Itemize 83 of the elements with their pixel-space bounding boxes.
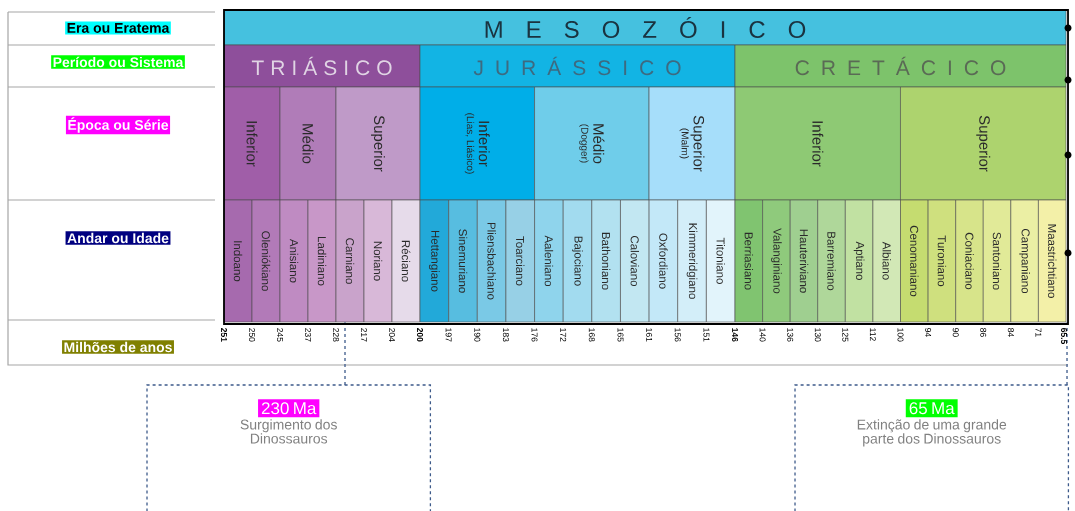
epoch-cell: Inferior [734,86,901,201]
row-heading: Época ou Série [65,115,171,135]
period-band: C R E T Á C I C O [734,44,1067,88]
age-cell: Coniaciano [955,199,984,323]
age-number: 94 [925,328,932,337]
age-number: 250 [249,328,255,342]
age-cell: Pliensbachiano [477,199,507,323]
epoch-cell: Superior (Malm) [648,86,736,201]
age-number: 237 [305,328,311,342]
age-number: 65.5 [1061,328,1067,344]
age-cell: Hauteriviano [789,199,819,323]
age-cell: Réciano [391,199,421,323]
age-number: 176 [531,328,538,342]
period-band: T R I Á S I C O [223,44,421,88]
row-heading: Era ou Eratema [65,21,171,35]
age-cell: Albiano [872,199,901,323]
age-number: 245 [277,328,283,342]
age-number: 146 [732,328,738,342]
age-number: 217 [361,328,367,342]
age-cell: Campaniano [1010,199,1039,323]
age-cell: Bajociano [562,199,593,323]
age-cell: Valanginiano [762,199,791,323]
age-number: 161 [646,328,653,342]
node-label: Surgimento dos Dinossauros [240,419,337,444]
epoch-cell: Médio [279,86,337,201]
period-band: J U R Á S S I C O [419,44,736,88]
epoch-cell: Superior [900,86,1067,201]
age-number: 84 [1007,328,1014,337]
dinosaur-extinction-callout: 65 Ma Extinção de uma grande parte dos Dinossauros [794,384,1070,511]
age-cell: Carniano [335,199,365,323]
age-number: 86 [980,328,987,337]
epoch-cell: Inferior (Lias, Liásico) [419,86,535,201]
age-cell: Cenomaniano [900,199,929,323]
age-cell: Oxfordiano [648,199,678,323]
age-number: 90 [952,328,959,337]
age-cell: Noriano [363,199,393,323]
age-cell: Indoano [223,199,253,323]
age-number: 151 [703,328,710,342]
age-cell: Sinemuriano [448,199,478,323]
age-number: 71 [1035,328,1042,337]
node-label: Extinção de uma grande parte dos Dinossauros [857,419,1007,447]
age-number: 204 [389,328,395,342]
age-number: 165 [617,328,624,342]
epoch-cell: Superior [335,86,421,201]
age-number: 228 [333,328,339,342]
age-cell: Barremiano [817,199,846,323]
age-cell: Bathoniano [591,199,621,323]
age-cell: Hettangiano [419,199,449,323]
row-heading: Milhões de anos [62,340,174,354]
age-number: 251 [221,328,227,342]
age-number: 200 [417,328,423,342]
epoch-cell: Médio (Dogger) [534,86,650,201]
age-cell: Toarciano [505,199,535,323]
leader-line [344,321,346,386]
age-number: 136 [787,328,794,342]
age-number: 172 [560,328,567,342]
age-number: 197 [445,328,452,342]
age-cell: Aaleniano [534,199,564,323]
age-number: 125 [842,328,849,342]
age-number: 156 [674,328,681,342]
row-heading: Período ou Sistema [51,55,185,69]
leader-line [1066,321,1068,386]
age-cell: Santoniano [982,199,1012,323]
dinosaur-origin-callout: 230 Ma Surgimento dos Dinossauros [146,384,432,511]
age-number: 100 [897,328,904,342]
age-cell: Anisiano [279,199,309,323]
epoch-cell: Inferior [223,86,281,201]
age-number: 130 [814,328,821,342]
age-cell: Oleniókiano [251,199,281,323]
age-cell: Kimmeridgiano [677,199,707,323]
age-number: 140 [759,328,766,342]
age-cell: Berriasiano [734,199,763,323]
age-cell: Turoniano [927,199,956,323]
age-number: 190 [474,328,481,342]
age-cell: Ladiniano [307,199,337,323]
age-cell: Caloviano [620,199,650,323]
age-cell: Aptiano [845,199,874,323]
age-cell: Maastrichtiano [1038,199,1067,323]
age-cell: Titoniano [706,199,736,323]
age-number: 168 [588,328,595,342]
row-heading: Andar ou Idade [65,231,171,245]
age-number: 112 [869,328,876,341]
age-number: 183 [502,328,509,342]
